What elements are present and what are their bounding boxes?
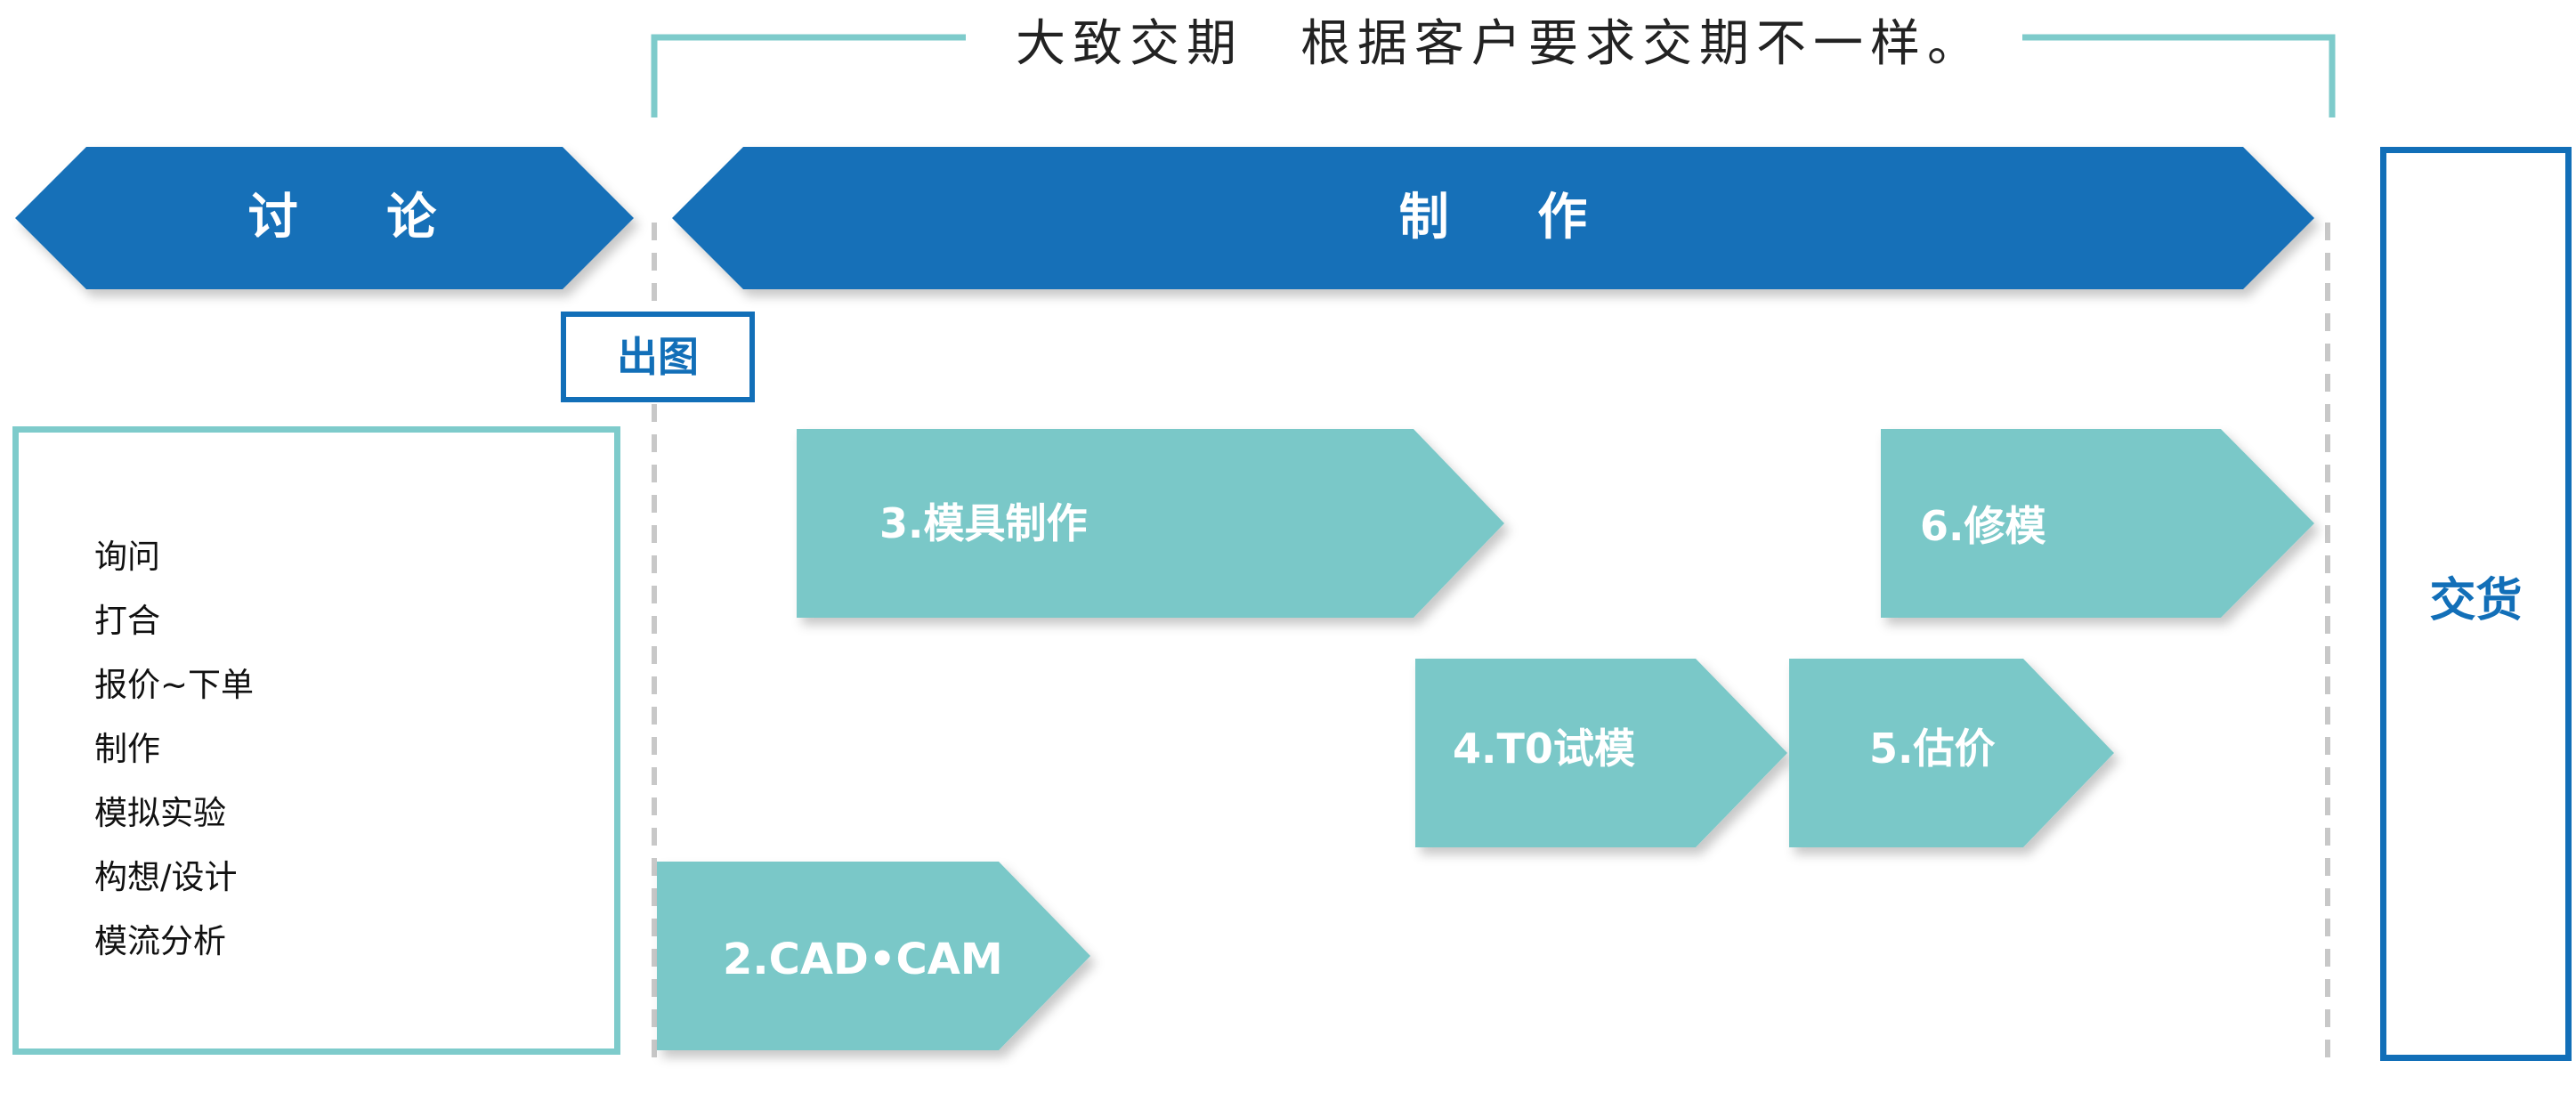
discussion-item: 模流分析 <box>94 922 226 960</box>
discussion-item: 询问 <box>94 538 160 576</box>
discussion-item: 模拟实验 <box>94 794 226 832</box>
step-mold-making-label: 3.模具制作 <box>879 499 1088 547</box>
step-cad-cam-arrow <box>657 862 1090 1050</box>
production-banner <box>672 147 2314 289</box>
step-cad-cam-label: 2.CAD•CAM <box>723 935 1003 984</box>
discussion-banner <box>15 147 634 289</box>
lead-time-bracket-right <box>2022 34 2336 117</box>
discussion-item: 制作 <box>94 730 160 768</box>
discussion-items-list: 询问 打合 报价~下单 制作 模拟实验 构想/设计 模流分析 <box>94 525 254 974</box>
lead-time-bracket-left <box>651 34 966 117</box>
step-mold-repair-arrow <box>1881 429 2314 618</box>
step-estimate-arrow <box>1789 659 2114 847</box>
step-estimate-label: 5.估价 <box>1869 725 1996 773</box>
discussion-phase-label: 讨 论 <box>247 189 473 247</box>
step-t0-trial-label: 4.T0试模 <box>1453 725 1635 773</box>
lead-time-title: 大致交期 根据客户要求交期不一样。 <box>1016 15 1984 73</box>
step-mold-repair-label: 6.修模 <box>1920 502 2046 550</box>
discussion-item: 报价~下单 <box>94 666 255 704</box>
discussion-item: 构想/设计 <box>94 858 238 896</box>
step-mold-making-arrow <box>797 429 1504 618</box>
drawing-output-box: 出图 <box>561 312 755 402</box>
delivery-box <box>2380 147 2572 1061</box>
delivery-label: 交货 <box>2429 574 2523 627</box>
discussion-items-box <box>12 426 620 1055</box>
production-phase-label: 制 作 <box>1398 189 1624 247</box>
step-t0-trial-arrow <box>1415 659 1787 847</box>
discussion-item: 打合 <box>94 602 160 640</box>
